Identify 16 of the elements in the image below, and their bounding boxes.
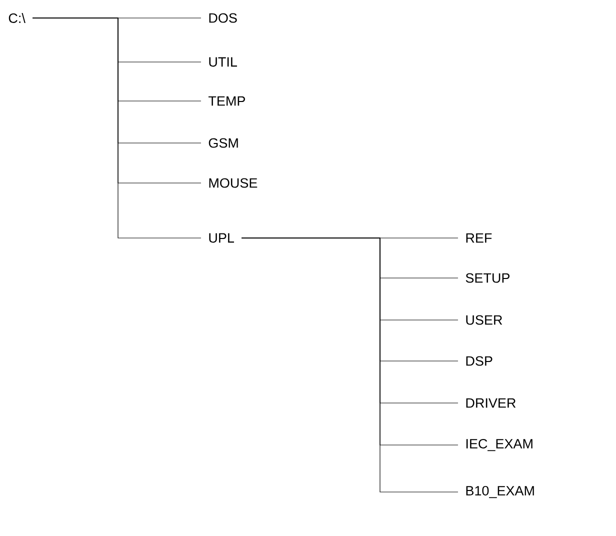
folder-label: DOS: [209, 13, 237, 23]
tree-connector: [32, 18, 202, 238]
folder-label: USER: [466, 315, 502, 325]
folder-label: GSM: [208, 138, 238, 148]
folder-label: UPL: [209, 233, 234, 243]
folder-label: IEC_EXAM: [466, 438, 532, 452]
folder-label: UTIL: [209, 57, 237, 67]
folder-label: MOUSE: [209, 178, 258, 188]
folder-label: REF: [466, 233, 492, 243]
folder-label: SETUP: [466, 273, 510, 283]
folder-label: DRIVER: [466, 398, 516, 408]
folder-label: B10_EXAM: [466, 486, 534, 498]
tree-connector: [241, 238, 458, 492]
folder-label: C:\: [8, 13, 26, 23]
folder-label: DSP: [466, 356, 492, 366]
folder-label: TEMP: [208, 96, 245, 106]
